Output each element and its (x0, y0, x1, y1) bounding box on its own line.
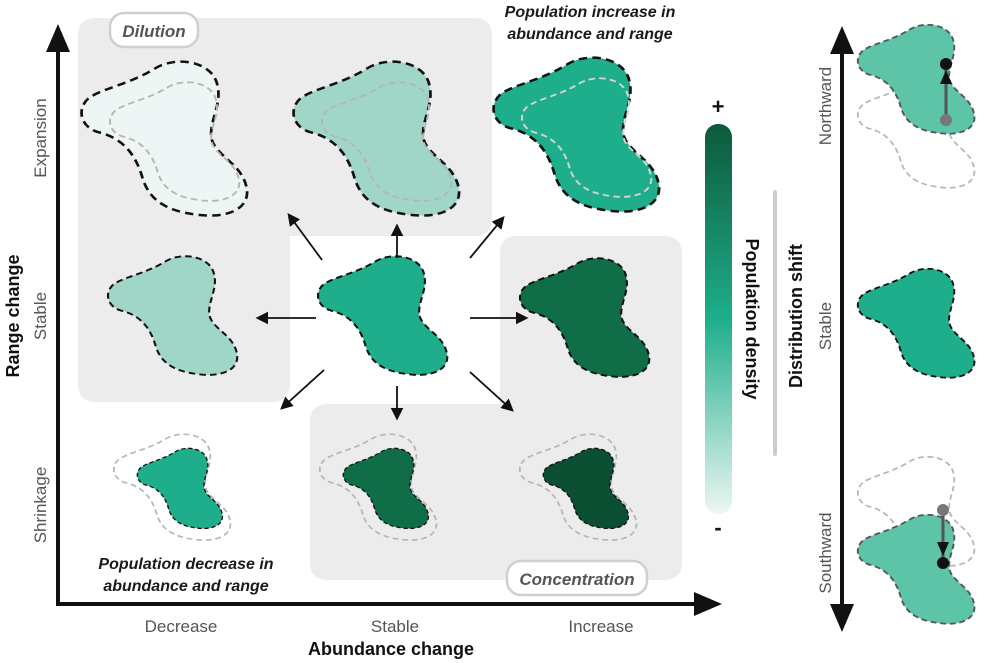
x-tick-increase: Increase (568, 617, 633, 636)
shape-southward (856, 455, 976, 625)
shape-stable-stable (316, 255, 449, 376)
concentration-tag: Concentration (505, 559, 649, 597)
north-shift-arrowhead (940, 70, 952, 84)
arrow-down-left (280, 369, 325, 410)
distribution-title: Distribution shift (786, 244, 806, 388)
distribution-south-label: Southward (816, 512, 835, 593)
y-tick-expansion: Expansion (31, 98, 50, 177)
arrow-down-right (469, 371, 514, 412)
shape-northward (856, 23, 976, 189)
concentration-label: Concentration (519, 570, 634, 589)
increase-note-line2: abundance and range (507, 26, 672, 43)
decrease-note-line1: Population decrease in (98, 556, 273, 573)
x-axis (56, 592, 722, 616)
density-max-sign: + (712, 94, 725, 119)
y-tick-shrinkage: Shrinkage (31, 467, 50, 544)
shape-distribution-stable (856, 267, 976, 379)
x-tick-decrease: Decrease (145, 617, 218, 636)
distribution-panel: Distribution shift Northward Stable Sout… (786, 23, 976, 632)
distribution-north-label: Northward (816, 67, 835, 145)
density-min-sign: - (714, 515, 721, 540)
decrease-note-line2: abundance and range (103, 578, 268, 595)
y-axis (46, 24, 70, 604)
north-centroid-dot (940, 58, 952, 70)
south-origin-dot (937, 504, 949, 516)
y-axis-title: Range change (3, 254, 23, 377)
transition-arrows (255, 212, 529, 421)
dilution-tag: Dilution (108, 11, 200, 49)
x-tick-stable: Stable (371, 617, 419, 636)
arrow-up-right (469, 216, 505, 259)
distribution-stable-label: Stable (816, 302, 835, 350)
density-title: Population density (742, 238, 762, 399)
shape-expansion-increase (492, 56, 661, 213)
y-tick-stable: Stable (31, 292, 50, 340)
shape-shrinkage-decrease (112, 433, 232, 541)
density-gradient-bar (705, 124, 732, 514)
south-shift-arrowhead (937, 542, 949, 556)
x-axis-title: Abundance change (308, 639, 474, 659)
increase-note-line1: Population increase in (505, 4, 676, 21)
arrow-up-left (287, 212, 323, 261)
distribution-arrow-north (830, 26, 854, 54)
x-axis-arrowhead (694, 592, 722, 616)
y-axis-arrowhead (46, 24, 70, 52)
south-centroid-dot (937, 557, 949, 569)
distribution-arrow-south (830, 604, 854, 632)
dilution-label: Dilution (122, 22, 185, 41)
north-origin-dot (940, 114, 952, 126)
density-legend: + - Population density (705, 94, 762, 540)
